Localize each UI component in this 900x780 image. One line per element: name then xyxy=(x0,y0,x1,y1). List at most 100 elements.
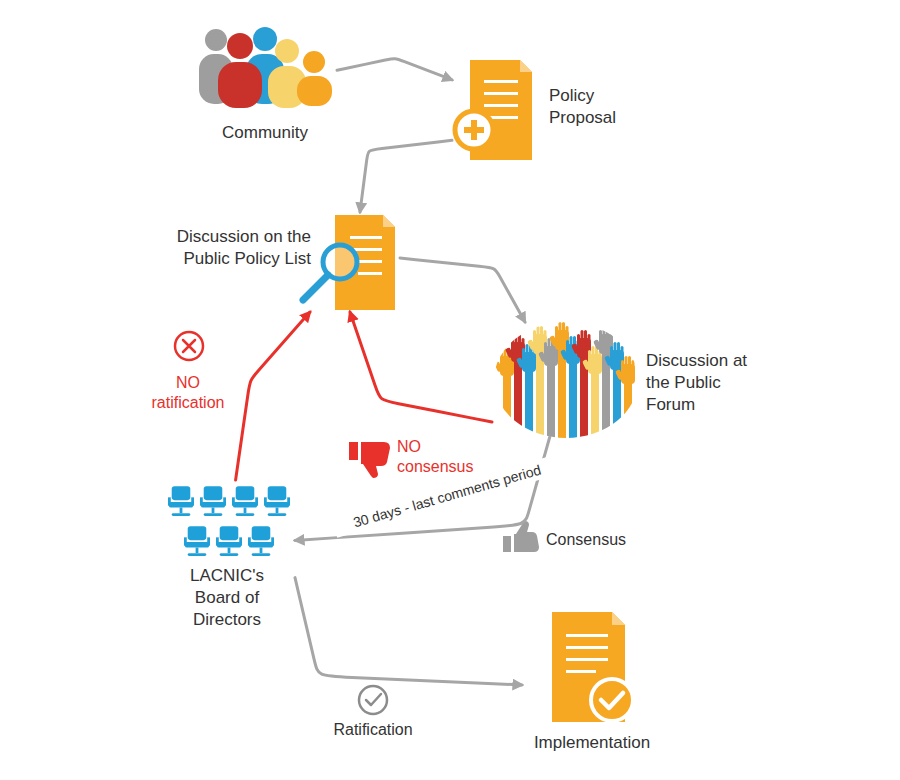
implementation-icon xyxy=(552,612,633,722)
illustration-part xyxy=(604,355,613,366)
illustration-part xyxy=(591,368,599,458)
flow-arrow xyxy=(360,140,452,212)
flow-arrow xyxy=(295,578,522,685)
illustration-part xyxy=(610,346,613,358)
illustration-part xyxy=(571,343,580,354)
node-label: Discussion at the Public Forum xyxy=(646,350,758,416)
illustration-part xyxy=(518,334,521,346)
illustration-part xyxy=(359,686,387,714)
edge-label: NO consensus xyxy=(397,437,477,477)
illustration-part xyxy=(588,350,591,362)
illustration-part xyxy=(584,330,587,342)
illustration-part xyxy=(527,339,536,350)
illustration-part xyxy=(632,360,635,372)
illustration-part xyxy=(297,76,332,106)
illustration-part xyxy=(591,679,633,721)
node-label: Policy Proposal xyxy=(549,85,634,129)
illustration-part xyxy=(610,330,613,342)
node-label: Discussion on the Public Policy List xyxy=(156,226,311,270)
illustration-part xyxy=(617,342,620,354)
proposal-icon xyxy=(455,60,532,160)
illustration-part xyxy=(566,670,596,673)
illustration-part xyxy=(615,369,624,380)
board-chairs-icon xyxy=(168,486,290,556)
illustration-part xyxy=(566,340,569,352)
illustration-part xyxy=(522,348,525,360)
illustration-part xyxy=(275,39,299,63)
hand-shape xyxy=(593,326,613,458)
illustration-part xyxy=(606,326,609,338)
illustration-part xyxy=(558,344,566,458)
illustration-part xyxy=(515,334,518,346)
illustration-part xyxy=(484,104,518,107)
illustration-part xyxy=(383,215,395,227)
illustration-part xyxy=(183,340,195,352)
illustration-part xyxy=(544,342,547,354)
illustration-part xyxy=(614,342,617,354)
illustration-part xyxy=(525,366,533,458)
illustration-part xyxy=(566,326,569,338)
illustration-part xyxy=(516,357,525,368)
flow-arrow xyxy=(350,312,492,422)
illustration-part xyxy=(533,330,536,342)
illustration-part xyxy=(566,646,608,649)
hand-shape xyxy=(582,346,602,458)
illustration-part xyxy=(303,275,328,300)
illustration-part xyxy=(184,526,210,556)
illustration-part xyxy=(612,612,625,625)
illustration-part xyxy=(511,338,514,350)
illustration-part xyxy=(588,334,591,346)
illustration-part xyxy=(227,33,253,59)
illustration-part xyxy=(549,335,558,346)
illustration-part xyxy=(544,330,547,342)
illustration-part xyxy=(350,236,382,239)
illustration-part xyxy=(205,29,227,51)
illustration-part xyxy=(361,442,390,478)
hand-shape xyxy=(604,342,624,458)
illustration-part xyxy=(601,693,623,708)
hand-shape xyxy=(505,334,525,458)
hand-shape xyxy=(527,326,547,458)
illustration-part xyxy=(500,352,503,364)
community-icon xyxy=(199,27,332,108)
illustration-part xyxy=(559,322,562,334)
branch-label: Consensus xyxy=(546,530,626,550)
node-label: Implementation xyxy=(522,732,662,754)
no-ratification-symbol xyxy=(175,332,203,360)
illustration-part xyxy=(175,332,203,360)
illustration-part xyxy=(592,346,595,358)
illustration-part xyxy=(520,60,532,72)
illustration-part xyxy=(484,92,518,95)
illustration-part xyxy=(503,536,511,552)
illustration-part xyxy=(216,526,242,556)
illustration-part xyxy=(552,612,625,722)
illustration-part xyxy=(455,111,493,149)
illustration-part xyxy=(526,344,529,356)
illustration-part xyxy=(349,442,358,460)
process-node: Implementation xyxy=(522,608,664,756)
node-label: Community xyxy=(195,122,335,144)
hand-shape xyxy=(494,348,514,458)
illustration-part xyxy=(540,326,543,338)
illustration-part xyxy=(577,334,580,346)
hand-shape xyxy=(615,356,635,458)
illustration-part xyxy=(569,358,577,458)
illustration-part xyxy=(621,360,624,372)
illustration-part xyxy=(505,347,514,358)
illustration-part xyxy=(494,361,503,372)
illustration-part xyxy=(566,658,608,661)
illustration-part xyxy=(628,356,631,368)
illustration-part xyxy=(471,120,477,140)
process-node: Policy Proposal xyxy=(452,55,636,163)
list-icon xyxy=(303,215,395,310)
illustration-part xyxy=(358,260,382,263)
illustration-part xyxy=(621,346,624,358)
illustration-part xyxy=(536,348,544,458)
thumbs-down-symbol xyxy=(349,442,390,478)
illustration-part xyxy=(248,526,274,556)
illustration-part xyxy=(514,356,522,458)
illustration-part xyxy=(537,326,540,338)
illustration-part xyxy=(303,51,325,73)
flow-arrow xyxy=(337,59,452,80)
illustration-part xyxy=(566,634,608,637)
